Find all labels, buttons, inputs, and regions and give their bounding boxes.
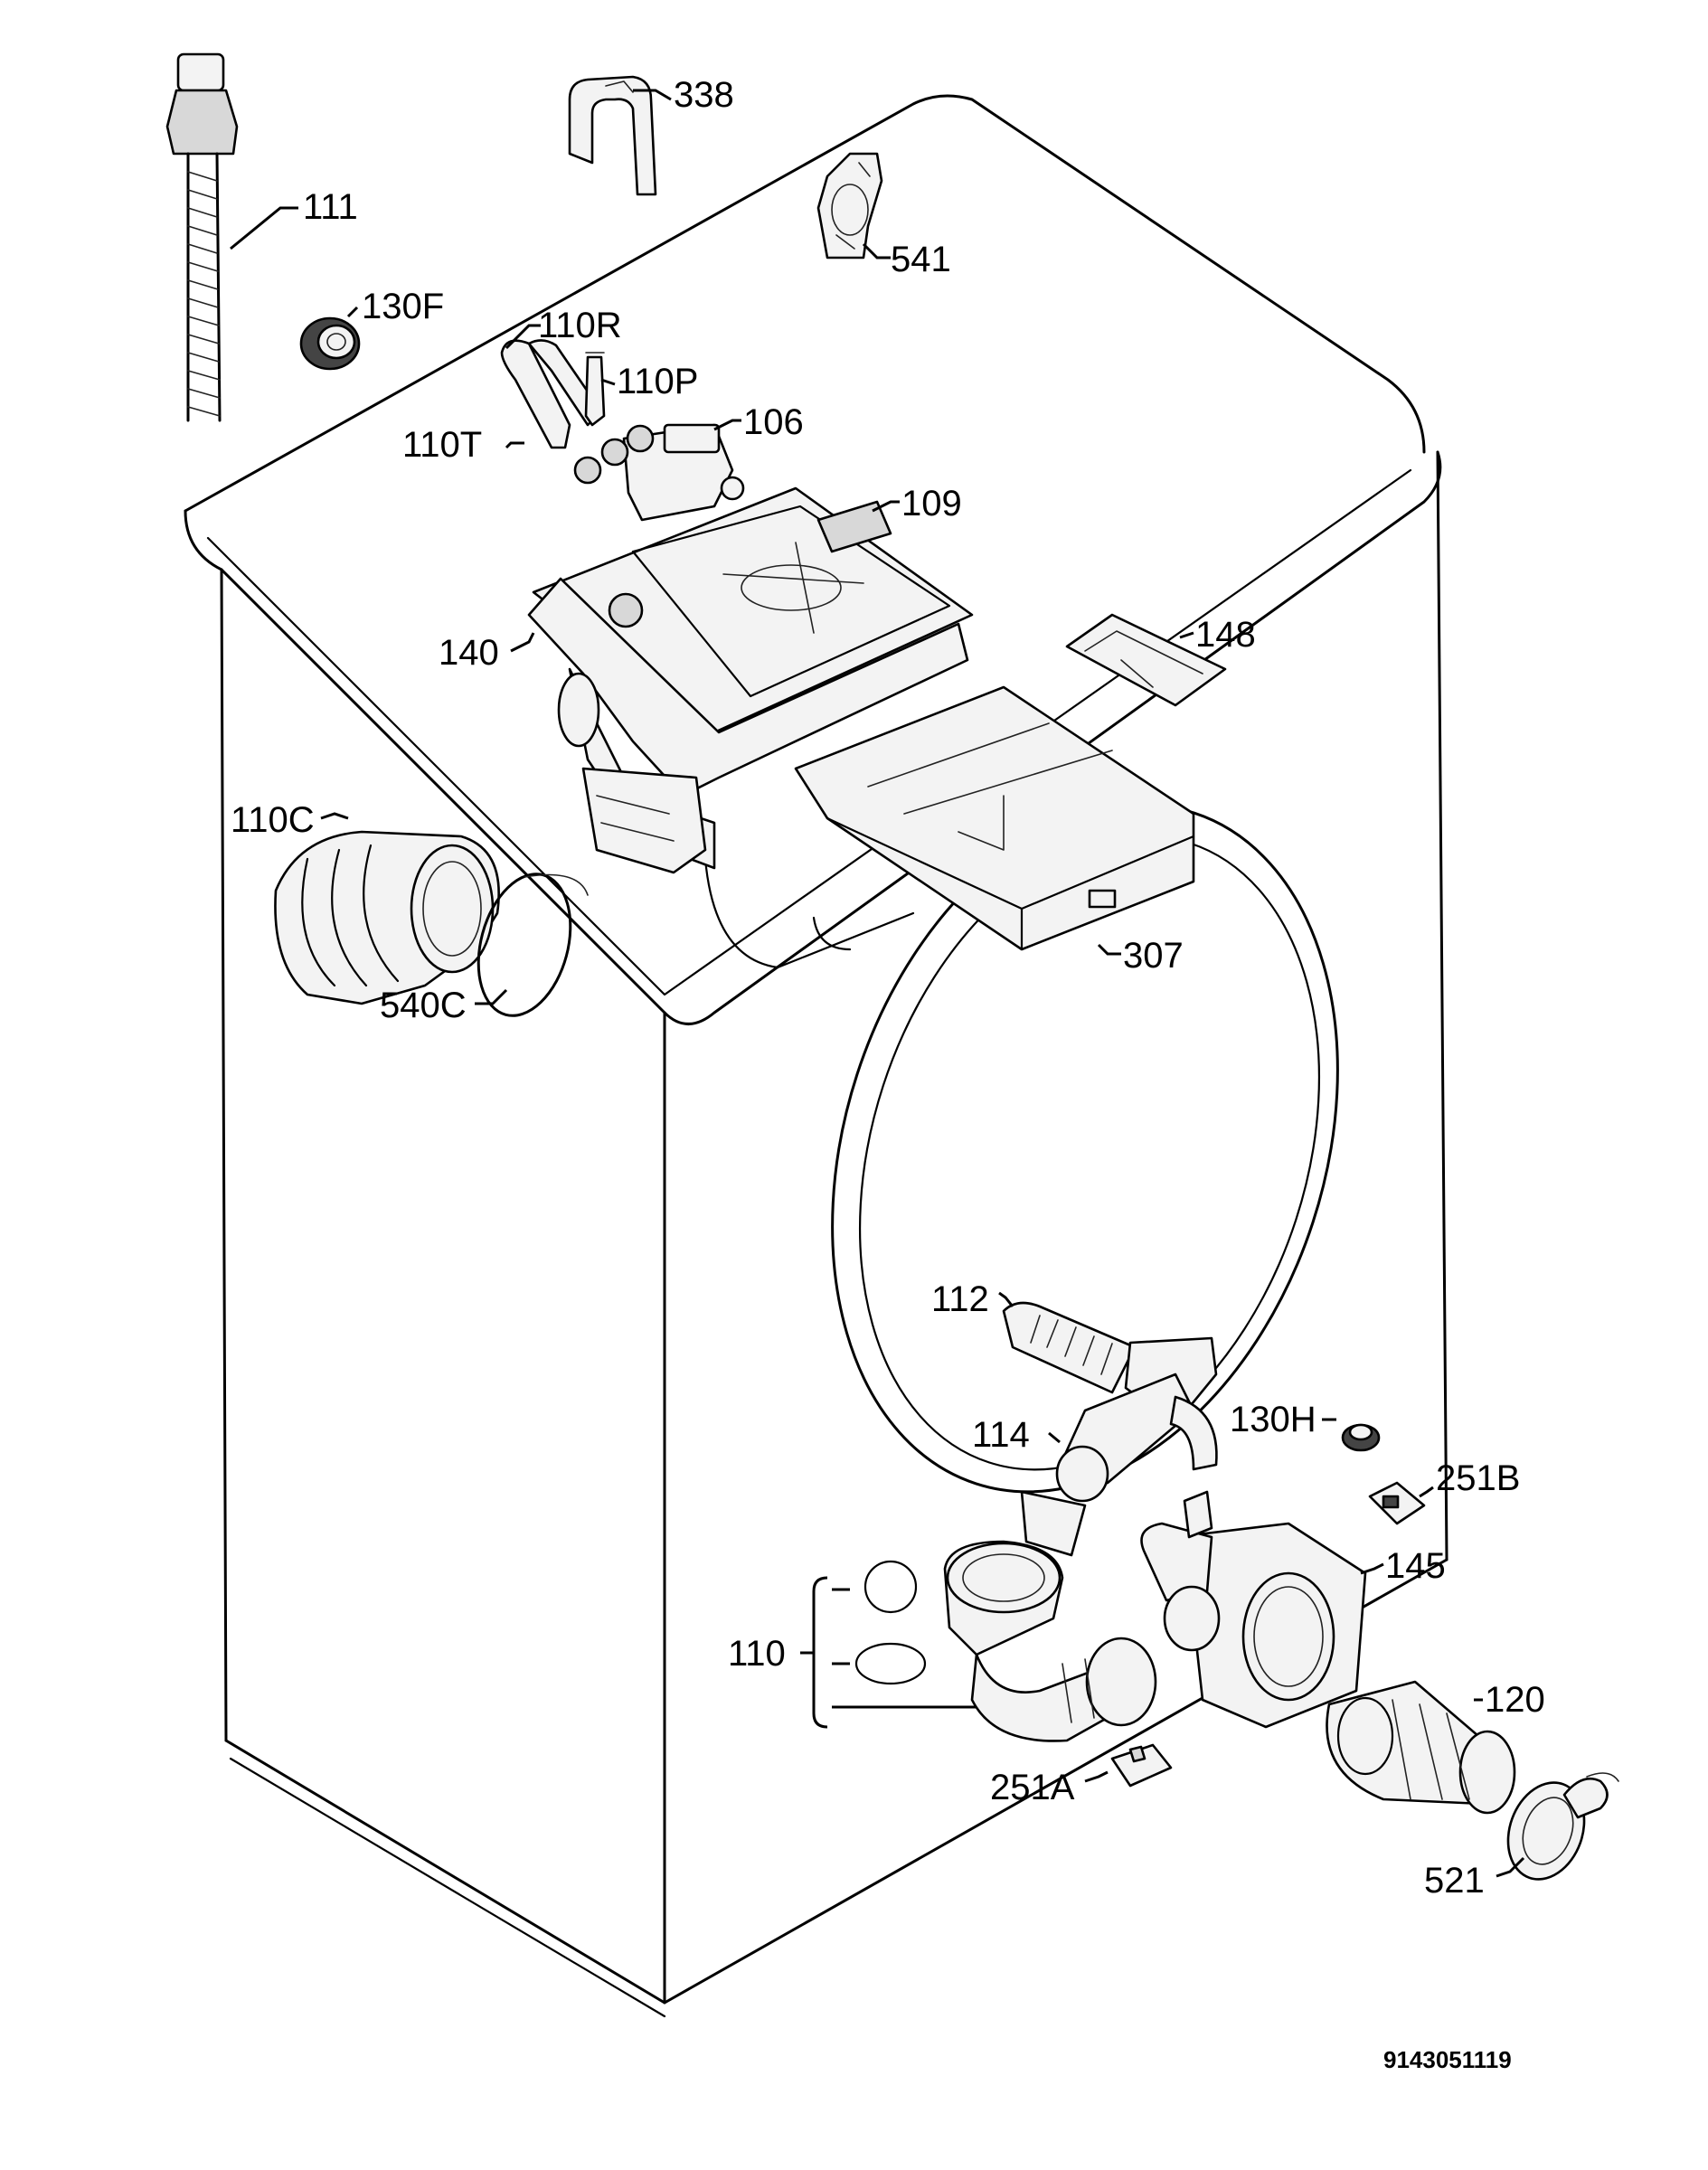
document-id: 9143051119 [1383,2046,1512,2073]
tub-bellows-part [274,812,589,1017]
callout-106: 106 [743,402,804,442]
callout-145: 145 [1385,1546,1446,1586]
callout-109: 109 [901,484,962,524]
inlet-hose-part [165,52,298,422]
callout-112: 112 [931,1279,989,1319]
filter-cap-part [1496,1772,1619,1881]
callout-labels: 111 338 541 130F 110R 110P 110T 106 109 … [231,75,1545,1901]
washer-cabinet [184,94,1448,2018]
detergent-drawer-part [794,685,1195,956]
callout-111: 111 [303,187,358,227]
callout-521: 521 [1424,1861,1485,1901]
clip-part [1368,1481,1434,1525]
callout-140: 140 [439,633,499,673]
callout-148: 148 [1195,615,1256,655]
pump-filter-part [1326,1680,1516,1815]
clip-a-part [1084,1743,1173,1788]
callout-110: 110 [728,1634,786,1674]
callout-120: 120 [1485,1680,1545,1720]
callout-251B: 251B [1436,1458,1520,1498]
drain-pump-part [1140,1490,1384,1729]
callout-338: 338 [674,75,734,115]
drain-hose-part [998,1291,1218,1503]
callout-130F: 130F [362,287,444,326]
dispenser-handle-part [1065,613,1227,707]
dispenser-housing-part [510,577,969,874]
callout-114: 114 [972,1415,1030,1455]
callout-307: 307 [1123,936,1184,976]
callout-130H: 130H [1230,1400,1316,1439]
callout-110C: 110C [231,800,315,840]
sump-hose-part [800,1490,1157,1742]
grommet-part [299,306,361,371]
callout-110R: 110R [538,306,622,345]
bracket-part [816,152,891,259]
plug-part [1322,1418,1381,1452]
callout-251A: 251A [990,1768,1075,1807]
callout-110T: 110T [402,425,482,465]
hose-set-part [500,324,616,449]
hose-clamp-part [568,75,672,196]
inlet-valve-part [573,419,745,522]
callout-541: 541 [891,240,951,279]
callout-540C: 540C [380,986,467,1025]
callout-110P: 110P [617,362,698,401]
